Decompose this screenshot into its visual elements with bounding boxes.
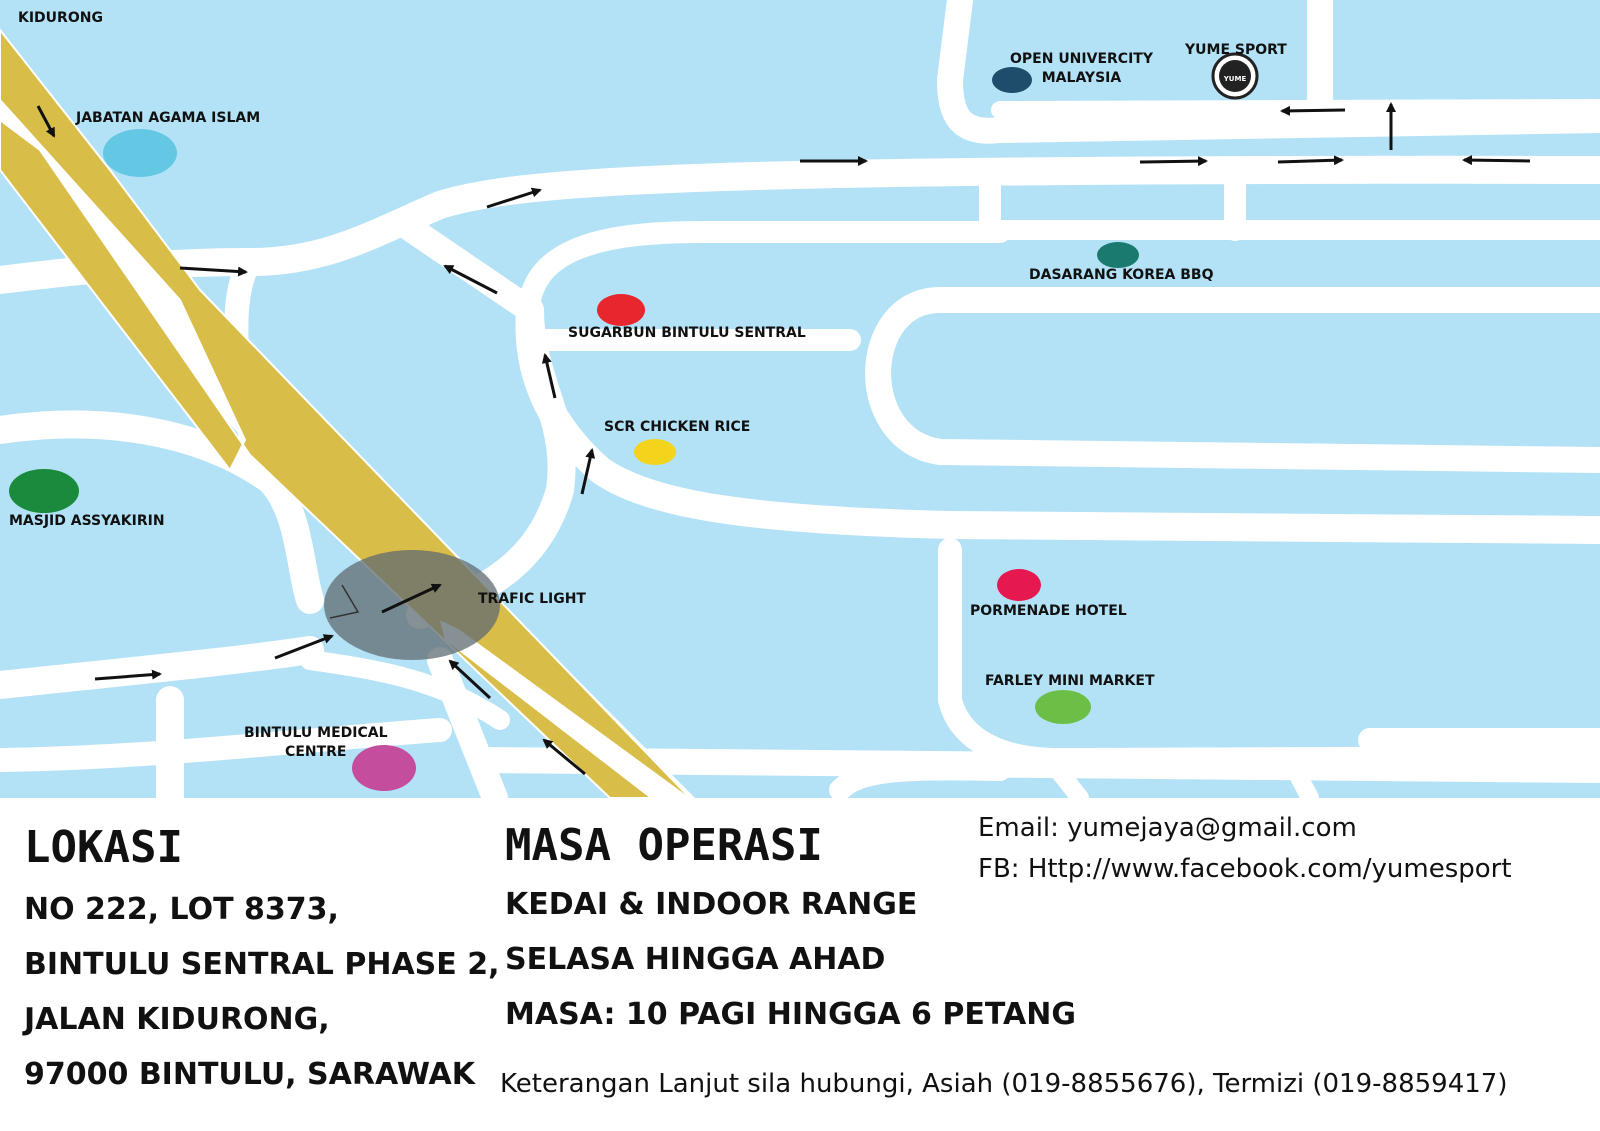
arrow-icon: [274, 634, 334, 660]
address-line-4: 97000 BINTULU, SARAWAK: [24, 1057, 476, 1092]
traffic-light-zone: [324, 550, 500, 660]
arrow-icon: [94, 669, 162, 681]
place-markers: [9, 67, 1139, 791]
label-pormenade-hotel: PORMENADE HOTEL: [970, 603, 1127, 619]
arrow-icon: [443, 264, 498, 295]
contact-text: Keterangan Lanjut sila hubungi, Asiah (0…: [500, 1069, 1508, 1099]
label-bintulu-medical: BINTULU MEDICAL CENTRE: [244, 724, 388, 762]
arrow-icon: [486, 187, 542, 209]
label-bintulu-medical-line1: BINTULU MEDICAL: [244, 725, 388, 741]
direction-arrows: [36, 102, 1531, 776]
label-trafic-light: TRAFIC LIGHT: [478, 591, 586, 607]
arrow-icon: [1280, 105, 1346, 116]
arrow-icon: [179, 266, 248, 277]
arrow-icon: [1139, 156, 1208, 167]
label-open-university: OPEN UNIVERCITY MALAYSIA: [1010, 50, 1153, 88]
label-farley-mini-market: FARLEY MINI MARKET: [985, 673, 1155, 689]
scr-chicken-rice-marker: [634, 439, 676, 465]
farley-mini-market-marker: [1035, 690, 1091, 724]
arrow-icon: [448, 659, 492, 700]
address-line-2: BINTULU SENTRAL PHASE 2,: [24, 947, 500, 982]
address-line-3: JALAN KIDURONG,: [24, 1002, 330, 1037]
label-open-university-line1: OPEN UNIVERCITY: [1010, 51, 1153, 67]
label-masjid-assyakirin: MASJID ASSYAKIRIN: [9, 513, 165, 529]
arrow-icon: [1277, 155, 1344, 166]
operasi-line-1: KEDAI & INDOOR RANGE: [505, 887, 918, 922]
arrow-icon: [381, 583, 442, 614]
sugarbun-marker: [597, 294, 645, 326]
pormenade-hotel-marker: [997, 569, 1041, 601]
masjid-assyakirin-marker: [9, 469, 79, 513]
dasarang-korea-bbq-marker: [1097, 242, 1139, 268]
open-university-marker: [992, 67, 1032, 93]
facebook-text: FB: Http://www.facebook.com/yumesport: [978, 854, 1512, 884]
arrow-icon: [580, 448, 596, 495]
operasi-title: MASA OPERASI: [505, 820, 823, 871]
map: YUME: [0, 0, 1600, 798]
address-line-1: NO 222, LOT 8373,: [24, 892, 339, 927]
bintulu-medical-marker: [352, 745, 416, 791]
label-kidurong: KIDURONG: [18, 10, 103, 26]
operasi-line-2: SELASA HINGGA AHAD: [505, 942, 886, 977]
jabatan-agama-islam-marker: [103, 129, 177, 177]
operasi-line-3: MASA: 10 PAGI HINGGA 6 PETANG: [505, 997, 1076, 1032]
arrow-icon: [542, 738, 586, 776]
roads: [0, 0, 1600, 798]
svg-text:YUME: YUME: [1223, 75, 1247, 83]
arrow-icon: [541, 353, 557, 399]
email-text: Email: yumejaya@gmail.com: [978, 813, 1357, 843]
arrow-icon: [36, 105, 56, 138]
lokasi-title: LOKASI: [24, 822, 183, 873]
label-open-university-line2: MALAYSIA: [1041, 70, 1122, 86]
label-dasarang-korea-bbq: DASARANG KOREA BBQ: [1029, 267, 1214, 283]
label-scr-chicken-rice: SCR CHICKEN RICE: [604, 419, 751, 435]
traffic-light-divider: [329, 584, 360, 619]
arrow-icon: [1462, 155, 1531, 166]
label-sugarbun: SUGARBUN BINTULU SENTRAL: [568, 325, 806, 341]
label-yume-sport: YUME SPORT: [1185, 42, 1287, 58]
yume-sport-logo-icon: YUME: [1211, 52, 1259, 100]
highway: [0, 20, 695, 798]
label-bintulu-medical-line2: CENTRE: [285, 744, 347, 760]
label-jabatan-agama-islam: JABATAN AGAMA ISLAM: [76, 110, 261, 126]
